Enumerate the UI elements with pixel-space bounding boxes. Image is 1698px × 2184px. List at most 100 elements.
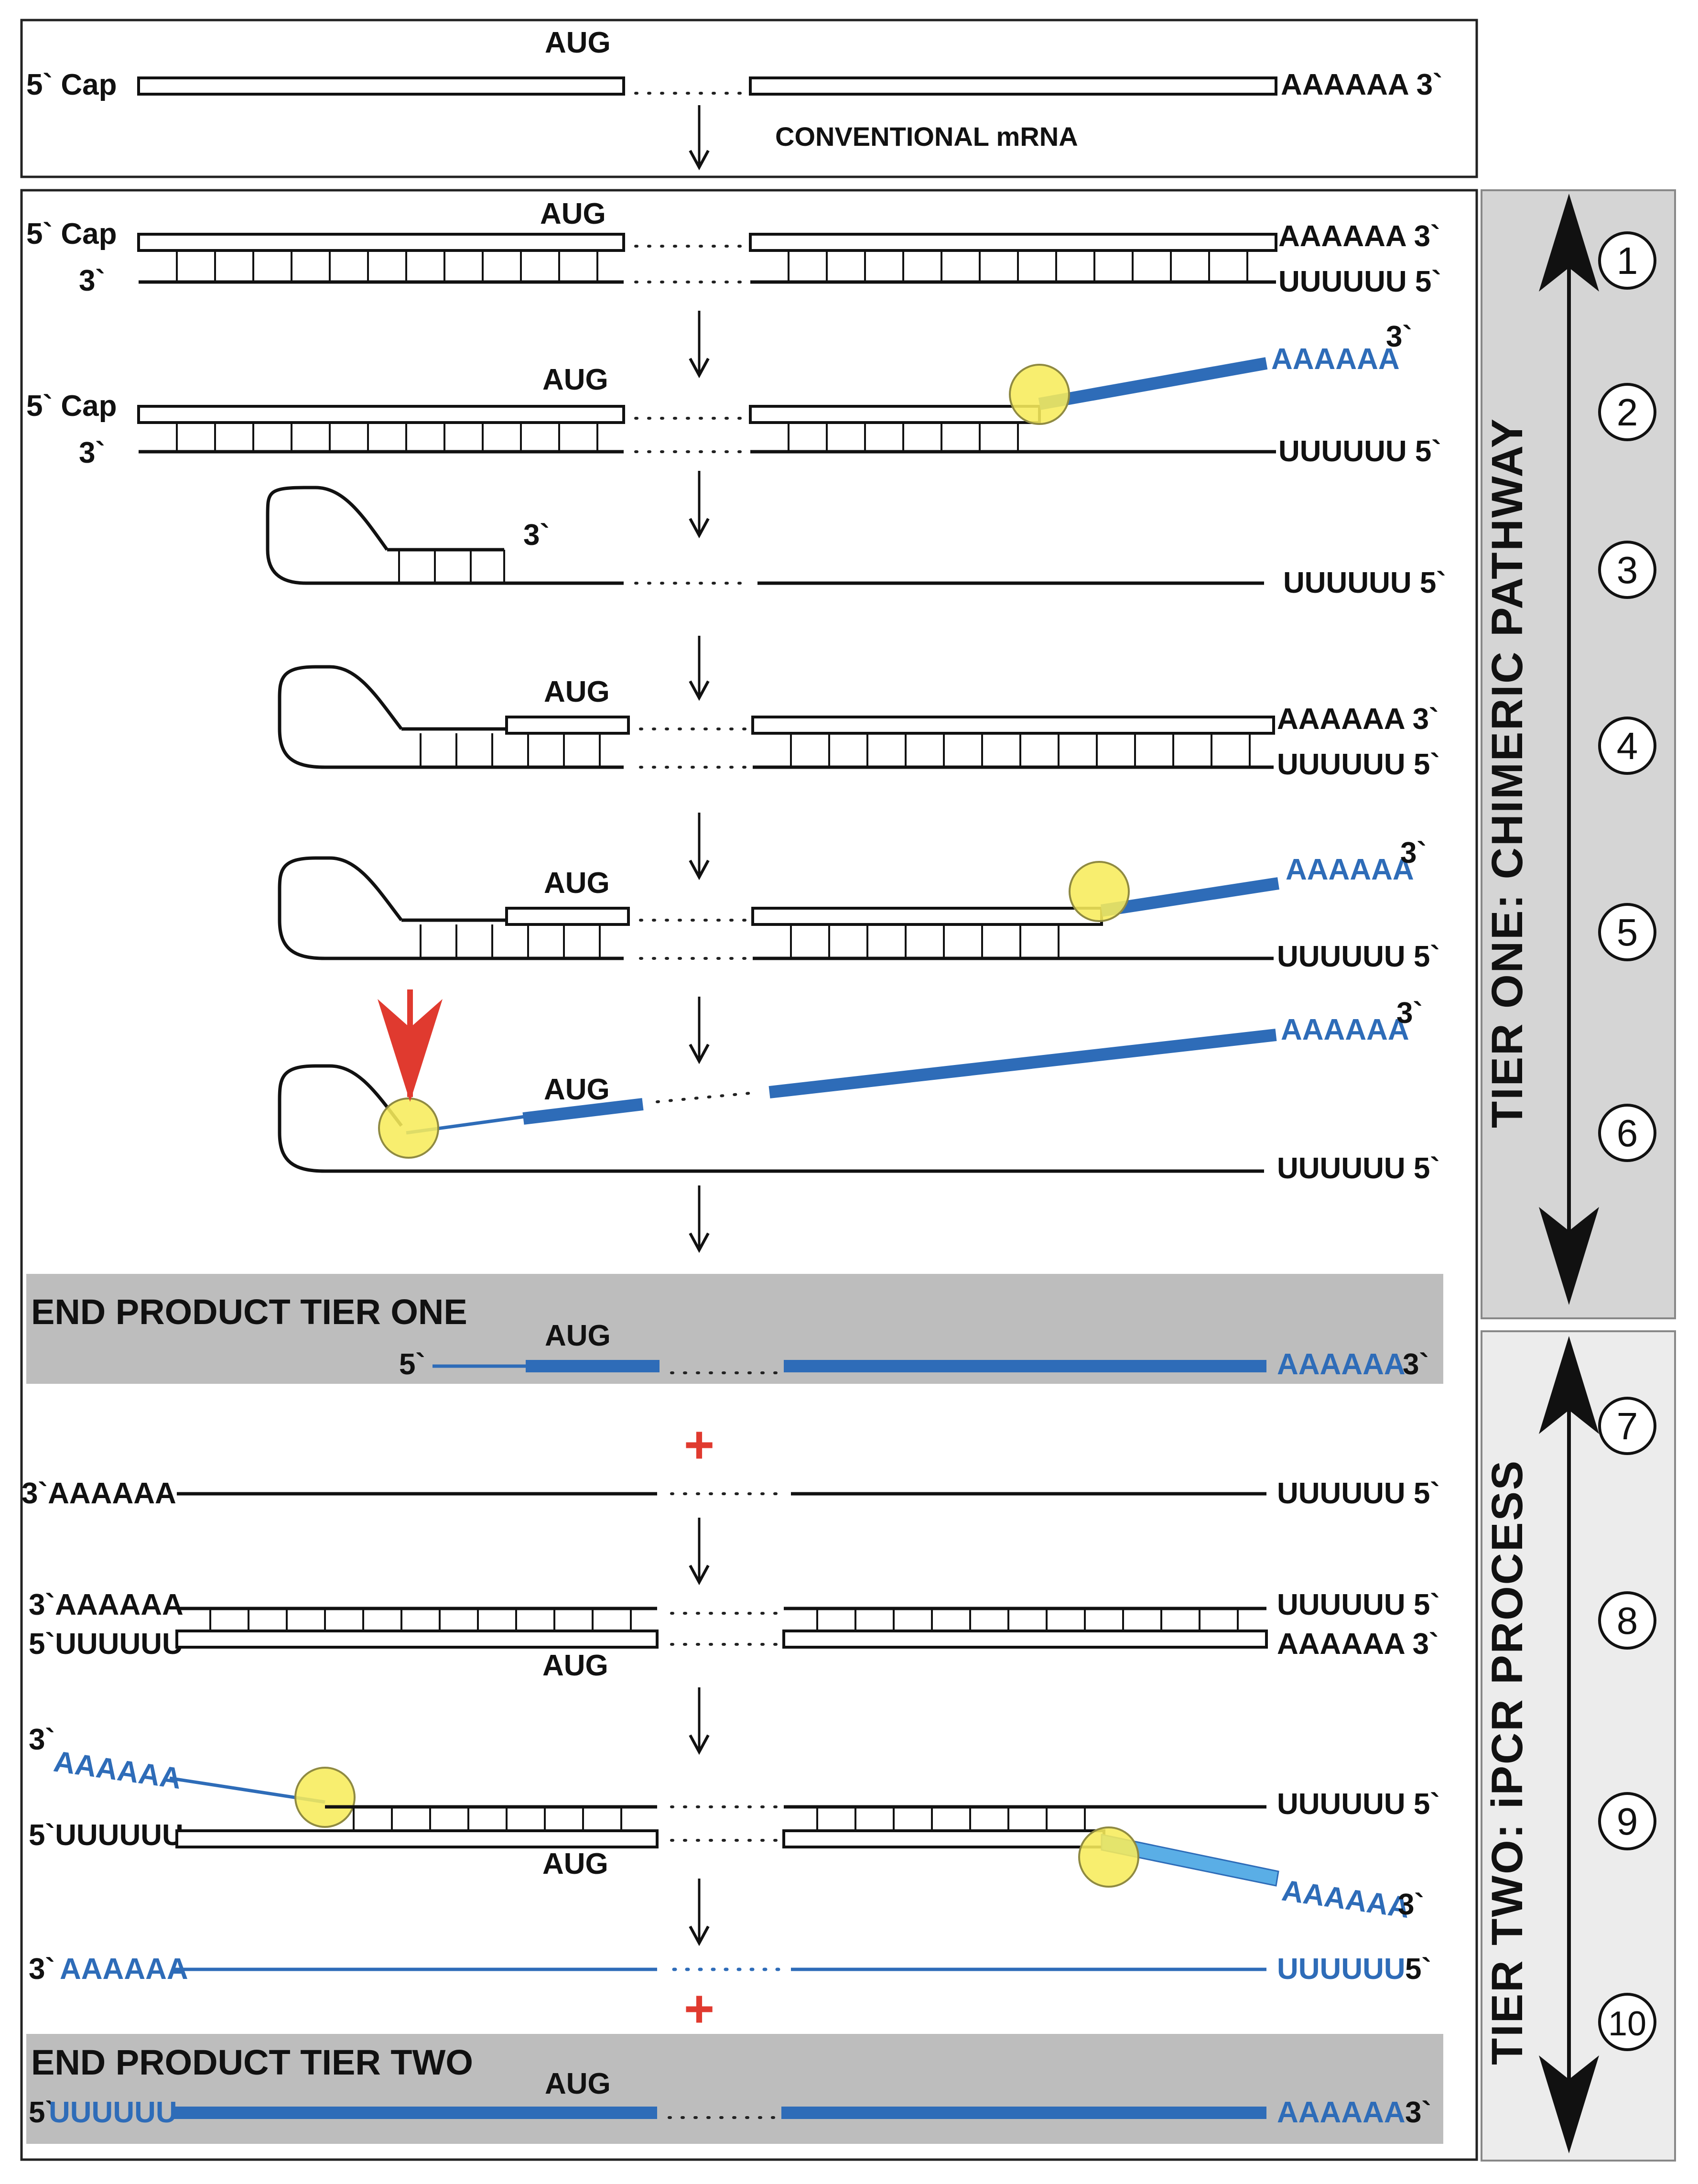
step-badge-4: 4 <box>1598 717 1656 775</box>
down-arrow <box>689 636 710 701</box>
prime-3-label: 3` <box>1400 837 1427 869</box>
cleavage-arrow-icon <box>378 989 443 1102</box>
step-badge-9: 9 <box>1598 1792 1656 1850</box>
step-8-annealed-duplex: 3`AAAAAA 5`UUUUUU AUG UUUUUU 5` AAAAAA 3… <box>29 1588 1440 1682</box>
svg-text:10: 10 <box>1608 2005 1646 2043</box>
prime-3-label: 3` <box>29 1953 55 1986</box>
down-arrow <box>689 997 710 1065</box>
prime-5-label: 5` <box>399 1348 425 1381</box>
svg-text:9: 9 <box>1617 1800 1638 1843</box>
main-panel <box>20 189 1478 2161</box>
tier-two-double-arrow <box>1539 1336 1599 2153</box>
cap-5-label: 5` Cap <box>26 68 117 101</box>
step-badge-5: 5 <box>1598 903 1656 961</box>
down-arrow <box>689 1879 710 1946</box>
polymerase-circle <box>378 1097 439 1159</box>
svg-text:1: 1 <box>1617 239 1638 282</box>
down-arrow <box>689 471 710 539</box>
prime-3-label: 3` <box>1403 1348 1429 1381</box>
plus-sign: + <box>684 1415 714 1474</box>
polya-blue-label: AAAAAA <box>1286 853 1414 886</box>
cap-5-label: 5` Cap <box>26 390 117 423</box>
down-arrow <box>689 1687 710 1755</box>
aug-label: AUG <box>544 675 610 708</box>
plus-sign: + <box>684 1979 714 2038</box>
tier-two-title: TIER TWO: iPCR PROCESS <box>1483 1459 1532 2065</box>
down-arrow <box>689 1185 710 1253</box>
polyu-5-label: UUUUUU 5` <box>1277 1152 1440 1185</box>
step-7-template: 3`AAAAAA UUUUUU 5` <box>22 1477 1440 1510</box>
step-badge-10: 10 <box>1598 1993 1656 2051</box>
aug-label: AUG <box>544 867 610 900</box>
polyu-5-label: UUUUUU 5` <box>1277 940 1440 973</box>
aug-label: AUG <box>545 2067 611 2100</box>
aug-label: AUG <box>544 1073 610 1106</box>
prime-3-label: 3` <box>1405 2096 1431 2129</box>
prime-3-label: 3` <box>79 436 105 469</box>
blue-polyu-label: UUUUUU <box>1277 1953 1406 1986</box>
polya-3-label: AAAAAA 3` <box>1277 1628 1439 1661</box>
svg-text:6: 6 <box>1617 1112 1638 1154</box>
polya-3-label: AAAAAA 3` <box>1277 703 1439 736</box>
prime-3-label: 3` <box>79 264 105 297</box>
svg-text:7: 7 <box>1617 1405 1638 1447</box>
aug-label: AUG <box>545 1319 611 1352</box>
polya-3-label: AAAAAA 3` <box>1278 220 1440 253</box>
left-5-polyu-label: 5`UUUUUU <box>29 1819 184 1852</box>
conventional-mrna-panel <box>20 19 1478 178</box>
prime-3-label: 3` <box>1398 1888 1424 1921</box>
step-badge-1: 1 <box>1598 231 1656 290</box>
prime-5-label: 5` <box>1405 1953 1431 1986</box>
left-3-polya-label: 3`AAAAAA <box>29 1588 184 1621</box>
step-4-priming: AUG AAAAAA 3` UUUUUU 5` <box>278 665 1440 781</box>
step-1-duplex: AUG 5` Cap AAAAAA 3` 3` UUUUUU 5` <box>26 197 1441 298</box>
mrna-strand-right <box>749 76 1277 96</box>
polya-3-label: AAAAAA 3` <box>1281 68 1443 101</box>
prime-5-label: 5` <box>29 2096 55 2129</box>
aug-label: AUG <box>545 26 611 59</box>
polya-blue-label: AAAAAA <box>1277 1348 1406 1381</box>
step-badge-2: 2 <box>1598 383 1656 441</box>
conventional-mrna-label: CONVENTIONAL mRNA <box>775 121 1078 152</box>
down-arrow <box>689 105 710 171</box>
step-badge-7: 7 <box>1598 1397 1656 1455</box>
polyu-5-label: UUUUUU 5` <box>1278 265 1441 298</box>
step-2-polymerase-extension: AUG 5` Cap 3` AAAAAA 3` UUUUUU 5` <box>26 320 1441 469</box>
step-6-cleavage: AUG AAAAAA 3` UUUUUU 5` <box>278 989 1440 1185</box>
polymerase-circle <box>1078 1826 1139 1888</box>
polyu-5-label: UUUUUU 5` <box>1277 1788 1440 1821</box>
aug-label: AUG <box>542 1847 608 1880</box>
end-product-tier-two-band <box>26 2034 1443 2144</box>
polymerase-circle <box>294 1767 356 1828</box>
step-badge-6: 6 <box>1598 1104 1656 1162</box>
down-arrow <box>689 1518 710 1586</box>
svg-text:4: 4 <box>1617 725 1638 767</box>
polya-blue-label: AAAAAA <box>60 1953 188 1986</box>
prime-3-label: 3` <box>523 519 550 552</box>
svg-text:3: 3 <box>1617 549 1638 591</box>
end-product-tier-one-title: END PRODUCT TIER ONE <box>31 1292 467 1332</box>
step-10-products: 3` AAAAAA UUUUUU 5` <box>29 1953 1431 1986</box>
polyu-5-label: UUUUUU 5` <box>1277 1477 1440 1510</box>
cap-5-label: 5` Cap <box>26 217 117 250</box>
polymerase-circle <box>1069 861 1130 922</box>
prime-3-label: 3` <box>1396 997 1423 1030</box>
prime-3-label: 3` <box>1386 320 1412 353</box>
polyu-5-label: UUUUUU 5` <box>1277 1588 1440 1621</box>
step-badge-8: 8 <box>1598 1591 1656 1650</box>
polya-blue-label: AAAAAA <box>1281 1013 1409 1046</box>
polya-blue-label: AAAAAA <box>1277 2096 1406 2129</box>
svg-text:2: 2 <box>1617 391 1638 434</box>
aug-label: AUG <box>540 197 606 230</box>
tier-one-double-arrow <box>1539 194 1599 1305</box>
step-5-extension: AUG AAAAAA 3` UUUUUU 5` <box>278 837 1440 973</box>
step-3-hairpin: 3` UUUUUU 5` <box>266 486 1446 599</box>
prime-3-label: 3` <box>29 1723 55 1756</box>
step-badge-3: 3 <box>1598 541 1656 599</box>
mrna-strand-left <box>137 76 625 96</box>
aug-label: AUG <box>542 363 608 396</box>
blue-polyu-label: UUUUUU <box>49 2096 177 2129</box>
end-product-tier-two-title: END PRODUCT TIER TWO <box>31 2043 473 2082</box>
down-arrow <box>689 311 710 379</box>
